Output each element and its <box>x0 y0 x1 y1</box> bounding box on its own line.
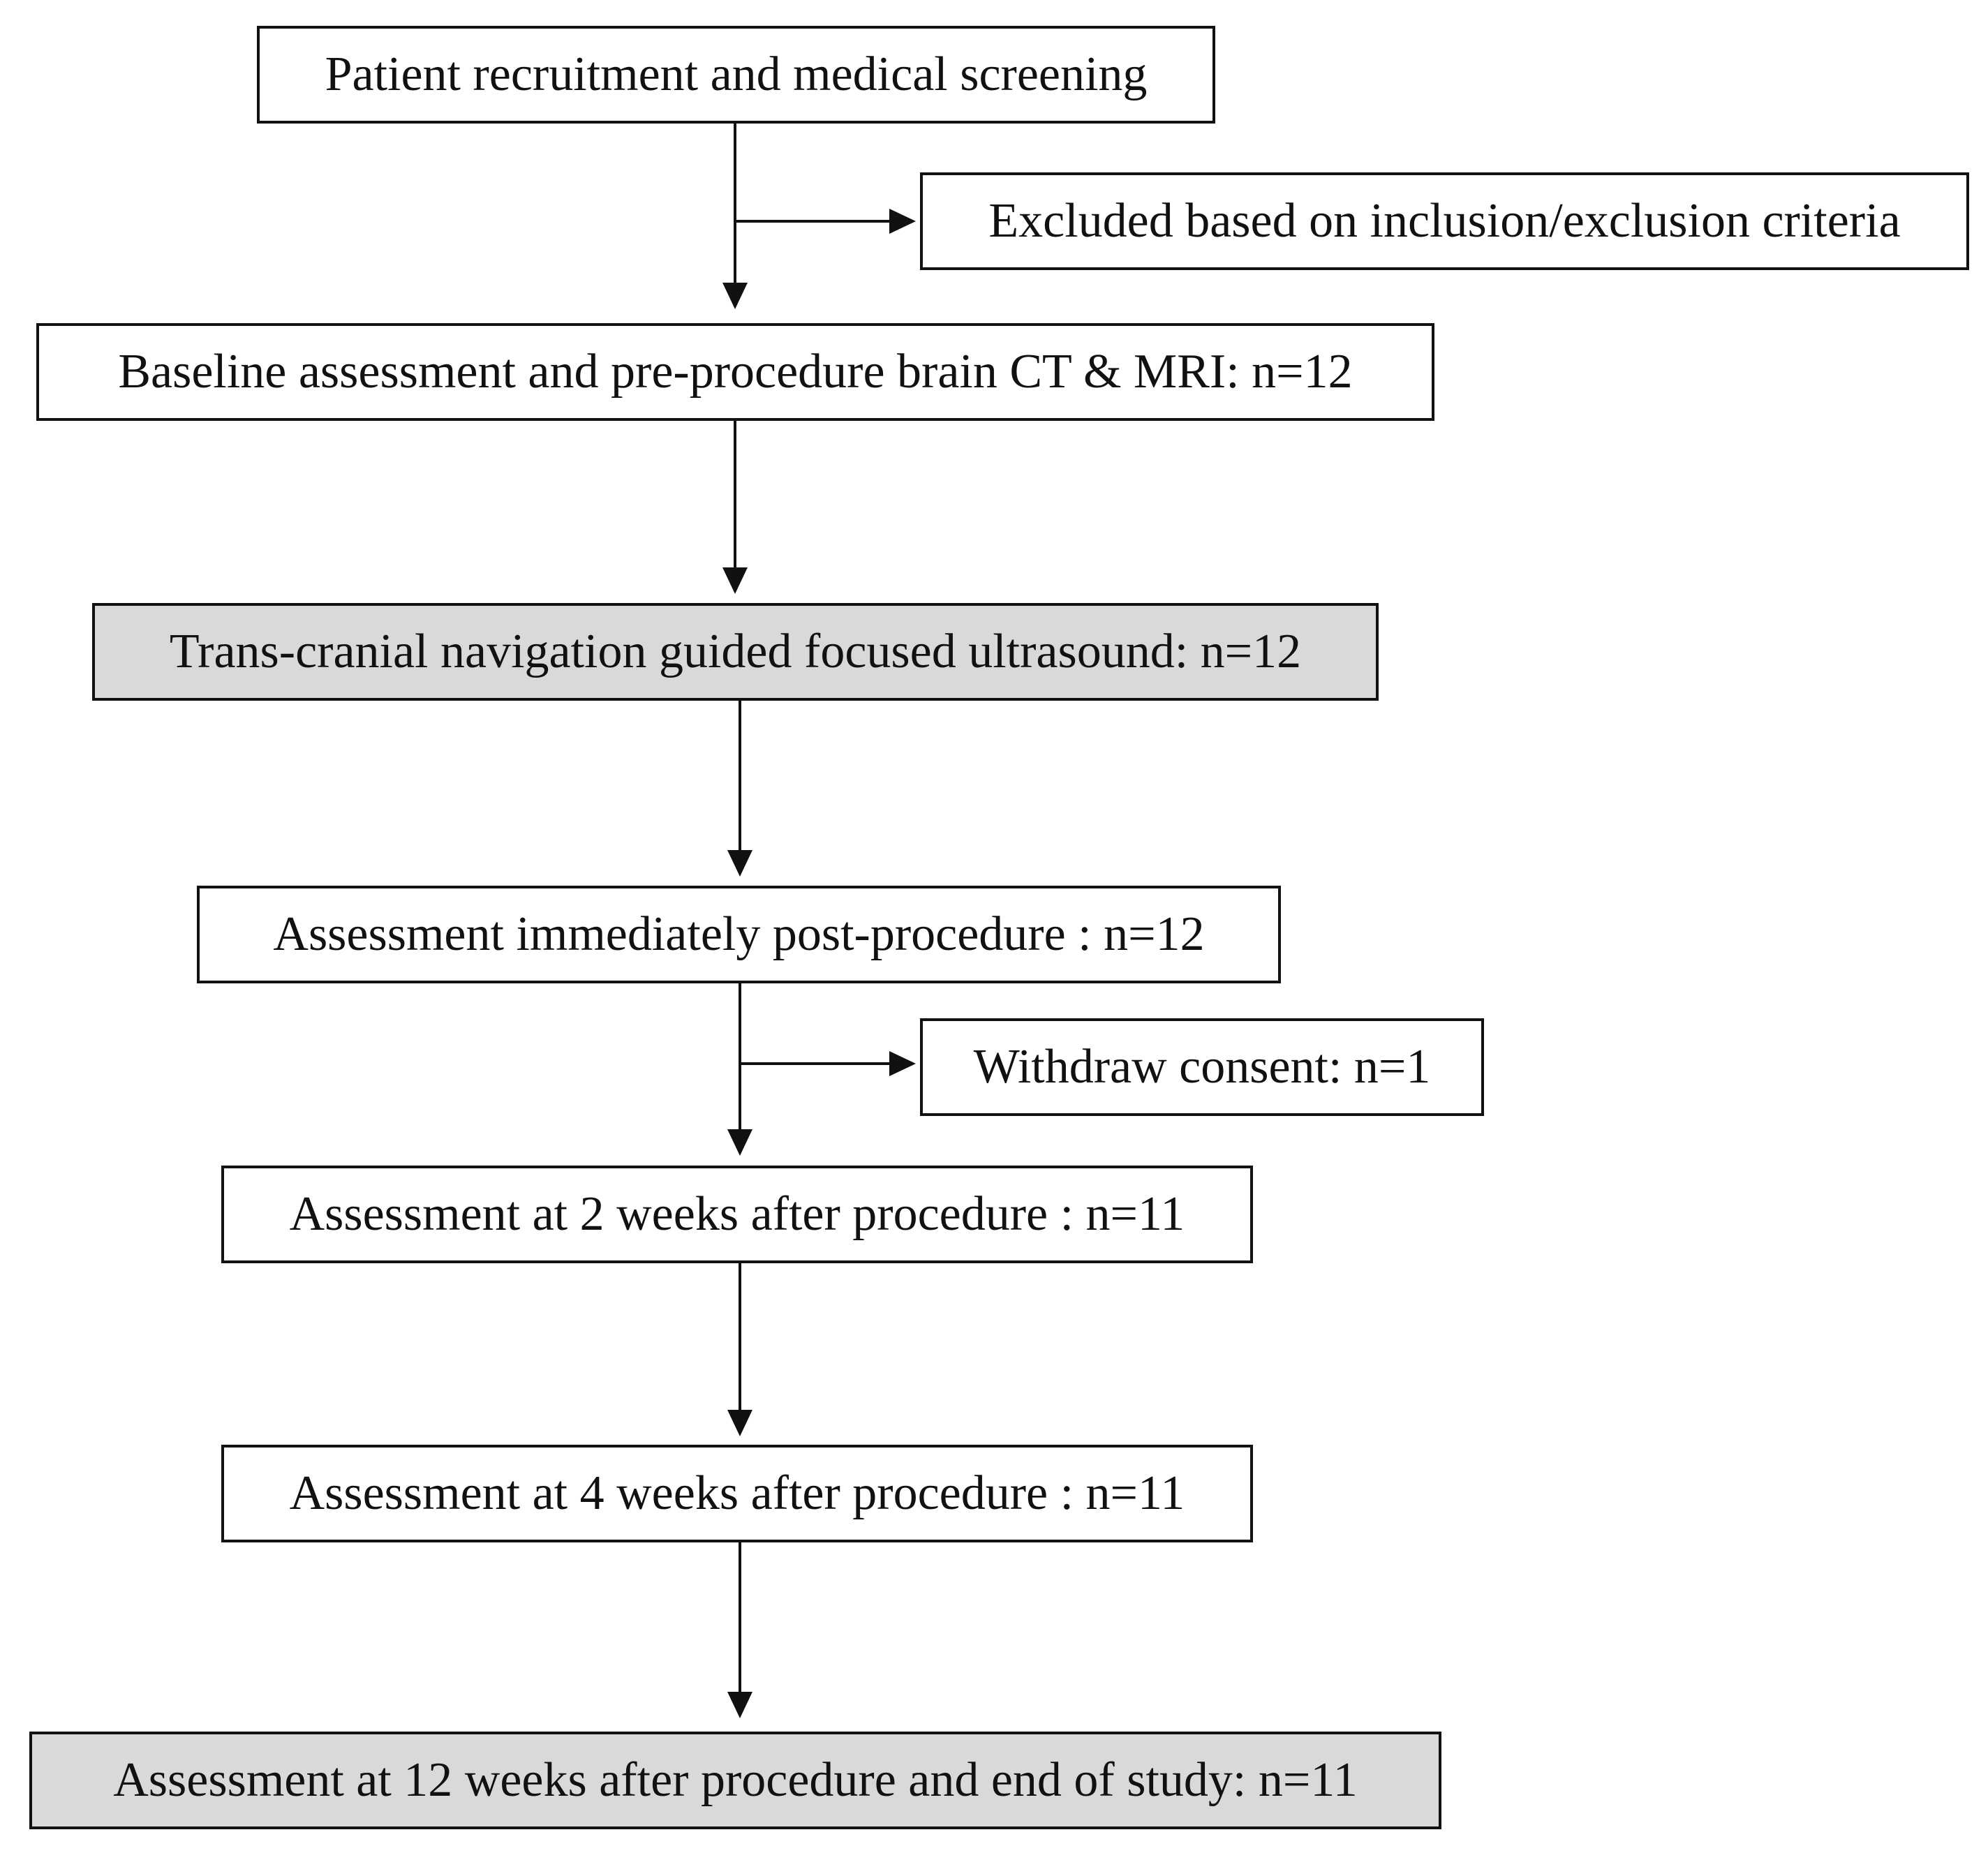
excluded-label: Excluded based on inclusion/exclusion cr… <box>988 194 1901 248</box>
step-week-12-box: Assessment at 12 weeks after procedure a… <box>29 1732 1441 1829</box>
arrowhead-to-withdrawn <box>889 1051 916 1076</box>
withdrawn-box: Withdraw consent: n=1 <box>920 1018 1484 1116</box>
arrowhead-to-post-procedure <box>727 850 752 877</box>
step-post-procedure-box: Assessment immediately post-procedure : … <box>197 886 1281 983</box>
arrowhead-to-baseline <box>722 283 748 309</box>
step-week-4-label: Assessment at 4 weeks after procedure : … <box>289 1466 1185 1520</box>
excluded-box: Excluded based on inclusion/exclusion cr… <box>920 172 1969 270</box>
step-week-12-label: Assessment at 12 weeks after procedure a… <box>113 1753 1358 1807</box>
step-baseline-box: Baseline assessment and pre-procedure br… <box>36 323 1434 421</box>
withdrawn-label: Withdraw consent: n=1 <box>973 1040 1431 1094</box>
arrowhead-to-week-2 <box>727 1129 752 1156</box>
arrowhead-to-procedure <box>722 567 748 594</box>
step-recruitment-label: Patient recruitment and medical screenin… <box>325 47 1148 101</box>
step-post-procedure-label: Assessment immediately post-procedure : … <box>273 907 1205 961</box>
arrowhead-to-excluded <box>889 209 916 234</box>
step-recruitment-box: Patient recruitment and medical screenin… <box>257 26 1215 124</box>
step-week-4-box: Assessment at 4 weeks after procedure : … <box>221 1445 1253 1542</box>
arrowhead-to-week-4 <box>727 1410 752 1436</box>
step-baseline-label: Baseline assessment and pre-procedure br… <box>118 345 1353 399</box>
step-week-2-label: Assessment at 2 weeks after procedure : … <box>289 1187 1185 1241</box>
arrowhead-to-week-12 <box>727 1692 752 1718</box>
step-procedure-label: Trans-cranial navigation guided focused … <box>169 625 1302 678</box>
step-week-2-box: Assessment at 2 weeks after procedure : … <box>221 1166 1253 1263</box>
step-procedure-box: Trans-cranial navigation guided focused … <box>92 603 1379 701</box>
